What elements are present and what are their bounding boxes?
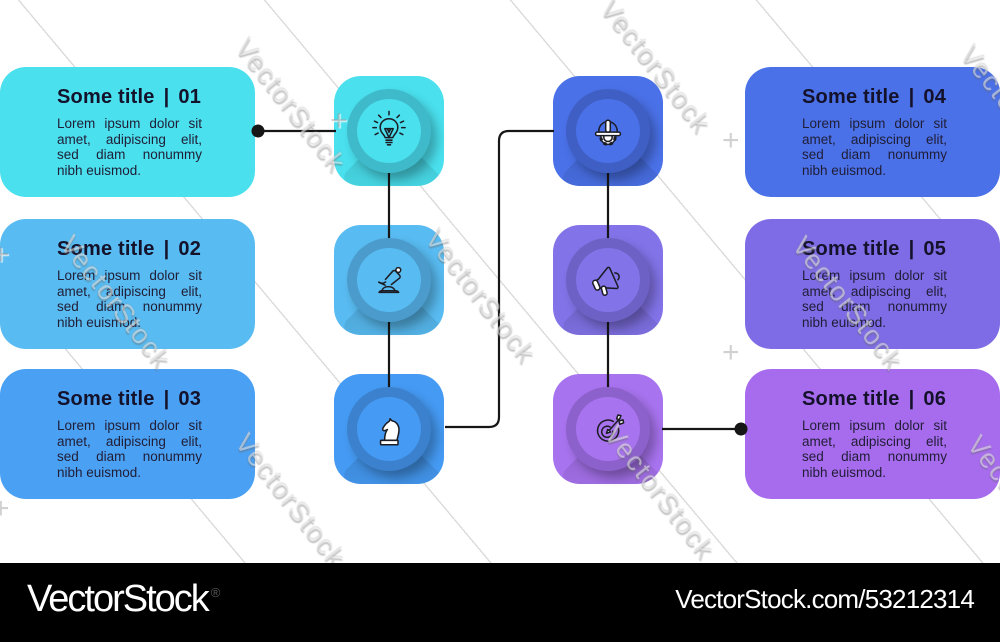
card-01-title: Some title|01 bbox=[57, 86, 202, 108]
megaphone-icon bbox=[592, 266, 620, 296]
card-05-body: Lorem ipsum dolor sit amet, adipiscing e… bbox=[802, 268, 947, 330]
card-01-number: 01 bbox=[178, 86, 202, 108]
card-01: Some title|01 Lorem ipsum dolor sit amet… bbox=[0, 67, 255, 197]
step-circle-1 bbox=[347, 89, 431, 173]
card-05: Some title|05 Lorem ipsum dolor sit amet… bbox=[745, 219, 1000, 349]
pipe-separator: | bbox=[163, 388, 170, 410]
step-circle-6 bbox=[566, 387, 650, 471]
card-06-title: Some title|06 bbox=[802, 388, 947, 410]
card-03-number: 03 bbox=[178, 388, 202, 410]
card-06: Some title|06 Lorem ipsum dolor sit amet… bbox=[745, 369, 1000, 499]
card-04-number: 04 bbox=[923, 86, 947, 108]
card-05-number: 05 bbox=[923, 238, 947, 260]
card-02-number: 02 bbox=[178, 238, 202, 260]
vectorstock-logo: VectorStock® bbox=[27, 578, 221, 620]
vectorstock-url: VectorStock.com/53212314 bbox=[675, 584, 975, 614]
pipe-separator: | bbox=[908, 86, 915, 108]
connector-step3-to-step4 bbox=[445, 129, 554, 429]
pipe-separator: | bbox=[163, 86, 170, 108]
hard-hat-icon bbox=[594, 119, 622, 146]
diagram-area: Some title|01 Lorem ipsum dolor sit amet… bbox=[0, 0, 1000, 563]
card-02-body: Lorem ipsum dolor sit amet, adipiscing e… bbox=[57, 268, 202, 330]
lightbulb-icon bbox=[372, 110, 406, 146]
card-04-title: Some title|04 bbox=[802, 86, 947, 108]
card-02: Some title|02 Lorem ipsum dolor sit amet… bbox=[0, 219, 255, 349]
card-03-title: Some title|03 bbox=[57, 388, 202, 410]
target-icon bbox=[596, 414, 625, 442]
card-03: Some title|03 Lorem ipsum dolor sit amet… bbox=[0, 369, 255, 499]
connector-dot-card06 bbox=[734, 422, 748, 436]
pipe-separator: | bbox=[908, 388, 915, 410]
step-circle-4 bbox=[566, 89, 650, 173]
card-06-number: 06 bbox=[923, 388, 947, 410]
watermark-footer-bar: VectorStock® VectorStock.com/53212314 bbox=[0, 563, 1000, 642]
card-06-body: Lorem ipsum dolor sit amet, adipiscing e… bbox=[802, 418, 947, 480]
chess-knight-icon bbox=[379, 417, 400, 446]
step-circle-2 bbox=[347, 238, 431, 322]
pipe-separator: | bbox=[908, 238, 915, 260]
card-02-title: Some title|02 bbox=[57, 238, 202, 260]
step-circle-5 bbox=[566, 238, 650, 322]
connector-lines bbox=[251, 124, 748, 436]
card-04: Some title|04 Lorem ipsum dolor sit amet… bbox=[745, 67, 1000, 197]
registered-mark: ® bbox=[210, 585, 221, 601]
card-03-body: Lorem ipsum dolor sit amet, adipiscing e… bbox=[57, 418, 202, 480]
microscope-icon bbox=[378, 266, 402, 294]
connector-dot-card01 bbox=[251, 124, 265, 138]
card-04-body: Lorem ipsum dolor sit amet, adipiscing e… bbox=[802, 116, 947, 178]
card-01-body: Lorem ipsum dolor sit amet, adipiscing e… bbox=[57, 116, 202, 178]
pipe-separator: | bbox=[163, 238, 170, 260]
step-circle-3 bbox=[347, 387, 431, 471]
card-05-title: Some title|05 bbox=[802, 238, 947, 260]
